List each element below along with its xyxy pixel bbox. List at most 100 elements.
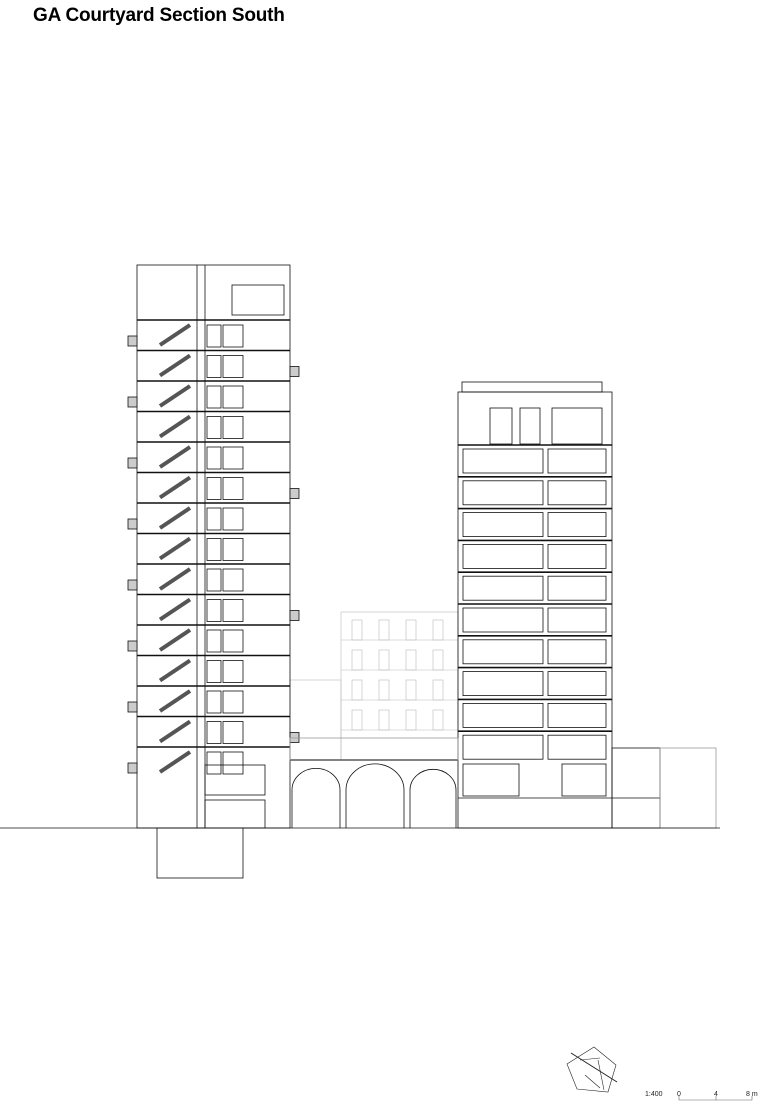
stair-flight <box>158 750 192 774</box>
arch <box>345 763 405 828</box>
background-window <box>405 619 417 641</box>
ground-unit <box>561 763 607 797</box>
apartment <box>547 448 607 474</box>
apartment <box>462 703 544 728</box>
lift-shaft <box>206 446 222 470</box>
lift-shaft <box>206 324 222 348</box>
stair-flight <box>158 384 192 408</box>
scale-ratio: 1:400 <box>645 1091 663 1098</box>
apartment <box>547 544 607 569</box>
stair-flight <box>158 567 192 591</box>
apartment <box>462 480 544 506</box>
planting <box>289 737 459 761</box>
stair-flight <box>158 475 192 500</box>
stair-flight <box>158 719 192 744</box>
balcony <box>289 366 300 377</box>
ground-unit <box>462 763 520 797</box>
apartment <box>462 544 544 569</box>
room <box>222 477 244 500</box>
scale-tick-4: 4 <box>714 1091 718 1098</box>
lift-shaft <box>206 629 222 653</box>
stair-flight <box>158 445 192 469</box>
background-window <box>378 619 390 641</box>
apartment <box>547 639 607 665</box>
room <box>222 599 244 622</box>
room <box>222 385 244 409</box>
balcony <box>127 518 138 530</box>
background-window <box>378 679 390 701</box>
lift-shaft <box>206 568 222 592</box>
ground-room <box>204 799 266 829</box>
balcony <box>127 335 138 347</box>
key-plan <box>566 1046 618 1093</box>
rooftop-room <box>551 407 603 445</box>
background-window <box>405 649 417 671</box>
arch <box>409 768 457 828</box>
room <box>222 721 244 744</box>
background-window <box>351 649 363 671</box>
apartment <box>547 734 607 760</box>
stair-flight <box>158 414 192 439</box>
lift-shaft <box>206 690 222 714</box>
room <box>222 355 244 378</box>
background-window <box>432 679 444 701</box>
background-window <box>351 709 363 731</box>
balcony <box>127 579 138 591</box>
stair-flight <box>158 506 192 530</box>
stair-flight <box>158 323 192 347</box>
lift-shaft <box>206 355 222 378</box>
apartment <box>462 639 544 665</box>
balcony <box>127 396 138 408</box>
scale-tick-8: 8 m <box>746 1091 758 1098</box>
apartment <box>462 607 544 633</box>
lift-shaft <box>206 507 222 531</box>
balcony <box>127 701 138 713</box>
balcony <box>289 488 300 499</box>
apartment <box>462 512 544 537</box>
room <box>222 538 244 561</box>
stair-flight <box>158 597 192 622</box>
rooftop-room <box>519 407 541 445</box>
balcony <box>127 457 138 469</box>
balcony <box>127 762 138 774</box>
background-window <box>432 649 444 671</box>
apartment <box>462 575 544 601</box>
ground-room <box>204 764 266 796</box>
apartment <box>462 734 544 760</box>
left-basement <box>156 827 244 879</box>
background-window <box>351 619 363 641</box>
lift-shaft <box>206 721 222 744</box>
stair-flight <box>158 689 192 713</box>
room <box>222 507 244 531</box>
scale-tick-0: 0 <box>677 1091 681 1098</box>
arch <box>291 768 341 828</box>
stair-flight <box>158 353 192 378</box>
left-tower <box>127 264 300 879</box>
apartment <box>547 480 607 506</box>
stair-flight <box>158 536 192 561</box>
stair-flight <box>158 628 192 652</box>
room <box>222 660 244 683</box>
adjacent-building <box>659 747 717 829</box>
right-tower-outline <box>457 391 613 829</box>
drawing-title: GA Courtyard Section South <box>33 5 285 26</box>
lift-shaft <box>206 416 222 439</box>
right-tower <box>457 381 660 829</box>
podium-arcade <box>289 737 717 829</box>
stair-flight <box>158 658 192 683</box>
background-window <box>432 709 444 731</box>
rooftop-room <box>489 407 513 445</box>
apartment <box>547 607 607 633</box>
rooftop-room <box>231 284 285 316</box>
room <box>222 568 244 592</box>
lift-shaft <box>206 751 222 775</box>
room <box>222 690 244 714</box>
lift-shaft <box>206 385 222 409</box>
background-window <box>378 649 390 671</box>
background-window <box>378 709 390 731</box>
background-window <box>351 679 363 701</box>
background-window <box>405 709 417 731</box>
scale-bar <box>678 1096 753 1101</box>
apartment <box>462 671 544 696</box>
